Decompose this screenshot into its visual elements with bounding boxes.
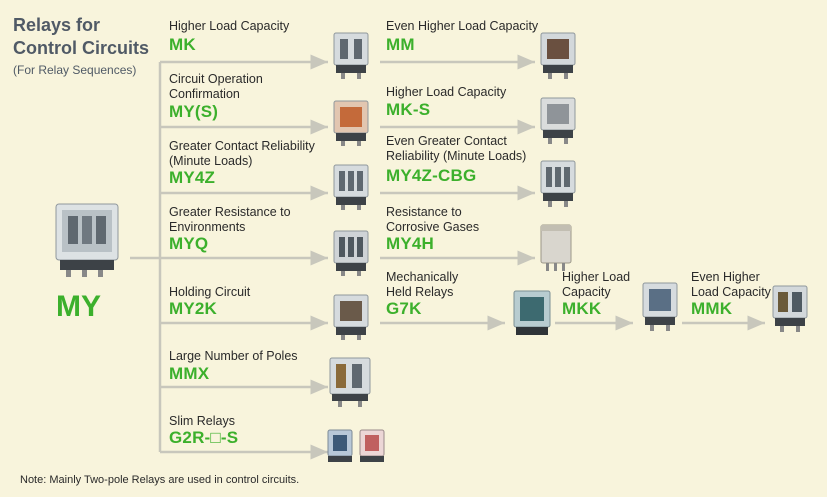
upgrade-model-my4h: MY4H [386,234,435,253]
mks-relay-image [540,97,576,144]
upgrade-model-mkk: MKK [562,299,602,318]
branch-desc-myq-line2: Environments [169,220,246,234]
upgrade-desc-mm: Even Higher Load Capacity [386,19,539,33]
branch-desc-myq-line1: Greater Resistance to [169,205,291,219]
myq-relay-image [333,230,369,276]
branch-model-mys: MY(S) [169,102,219,121]
branch-desc-my4z-line1: Greater Contact Reliability [169,139,315,153]
upgrade-desc-g7k-line1: Mechanically [386,270,459,284]
upgrade-model-g7k: G7K [386,299,422,318]
header-title-line2: Control Circuits [13,38,150,58]
branch-desc-g2r: Slim Relays [169,414,235,428]
upgrade-desc-mkk-line2: Capacity [562,285,611,299]
branch-model-my4z: MY4Z [169,168,216,187]
root-model-my: MY [56,290,101,323]
upgrade-desc-mmk-line2: Load Capacity [691,285,771,299]
branch-model-mmx: MMX [169,364,210,383]
branch-model-my2k: MY2K [169,299,218,318]
mmk-relay-image [772,285,808,332]
mm-relay-image [540,32,576,79]
upgrade-desc-mks: Higher Load Capacity [386,85,507,99]
mys-relay-image [333,100,369,146]
branch-desc-mys-line2: Confirmation [169,87,240,101]
my4zcbg-relay-image [540,160,576,207]
upgrade-desc-g7k-line2: Held Relays [386,285,454,299]
upgrade-desc-mkk-line1: Higher Load [562,270,631,284]
my4h-relay-image [540,224,572,271]
mmx-relay-image [329,357,371,407]
my-relay-image [55,203,119,277]
branch-desc-my2k: Holding Circuit [169,285,251,299]
header-title-line1: Relays for [13,15,101,35]
upgrade-model-mm: MM [386,35,415,54]
branch-model-myq: MYQ [169,234,209,253]
branch-desc-my4z-line2: (Minute Loads) [169,154,253,168]
upgrade-model-my4zcbg: MY4Z-CBG [386,166,477,185]
upgrade-desc-my4zcbg-line1: Even Greater Contact [386,134,507,148]
g2r-relay-image [327,429,385,462]
upgrade-desc-my4h-line1: Resistance to [386,205,462,219]
upgrade-model-mks: MK-S [386,100,431,119]
mkk-relay-image [642,282,678,331]
upgrade-desc-my4zcbg-line2: Reliability (Minute Loads) [386,149,527,163]
branch-model-mk: MK [169,35,196,54]
footnote: Note: Mainly Two-pole Relays are used in… [20,474,300,486]
branch-desc-mmx: Large Number of Poles [169,349,298,363]
my4z-relay-image [333,164,369,210]
branch-desc-mk: Higher Load Capacity [169,19,290,33]
mk-relay-image [333,32,369,79]
upgrade-model-mmk: MMK [691,299,733,318]
my2k-relay-image [333,294,369,340]
g7k-relay-image [513,290,551,335]
header-subtitle: (For Relay Sequences) [13,63,137,77]
branch-model-g2r: G2R-□-S [169,428,239,447]
upgrade-desc-my4h-line2: Corrosive Gases [386,220,480,234]
branch-desc-mys-line1: Circuit Operation [169,72,263,86]
upgrade-desc-mmk-line1: Even Higher [691,270,760,284]
